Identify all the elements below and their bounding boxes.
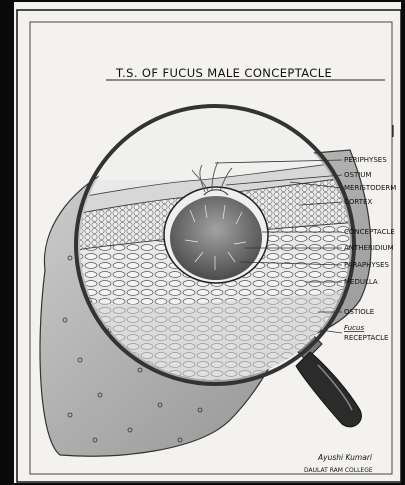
label-cortex: CORTEX bbox=[344, 198, 372, 206]
label-antheridium: ANTHERIDIUM bbox=[344, 244, 394, 252]
signature-college: DAULAT RAM COLLEGE bbox=[304, 467, 373, 474]
diagram-title: T.S. OF FUCUS MALE CONCEPTACLE bbox=[115, 66, 332, 80]
signature-name: Ayushi Kumari bbox=[317, 453, 373, 462]
label-medulla: MEDULLA bbox=[344, 278, 378, 286]
label-paraphyses: PARAPHYSES bbox=[344, 261, 390, 269]
label-receptacle: RECEPTACLE bbox=[344, 334, 388, 342]
label-ostiole: OSTIOLE bbox=[344, 308, 374, 316]
label-conceptacle: CONCEPTACLE bbox=[344, 228, 395, 236]
label-periphyses: PERIPHYSES bbox=[344, 156, 387, 164]
label-meristoderm: MERISTODERM bbox=[344, 184, 396, 192]
label-fucus: Fucus bbox=[344, 324, 364, 332]
label-group: PERIPHYSES OSTIUM MERISTODERM CORTEX CON… bbox=[344, 156, 396, 342]
label-ostium: OSTIUM bbox=[344, 171, 371, 179]
